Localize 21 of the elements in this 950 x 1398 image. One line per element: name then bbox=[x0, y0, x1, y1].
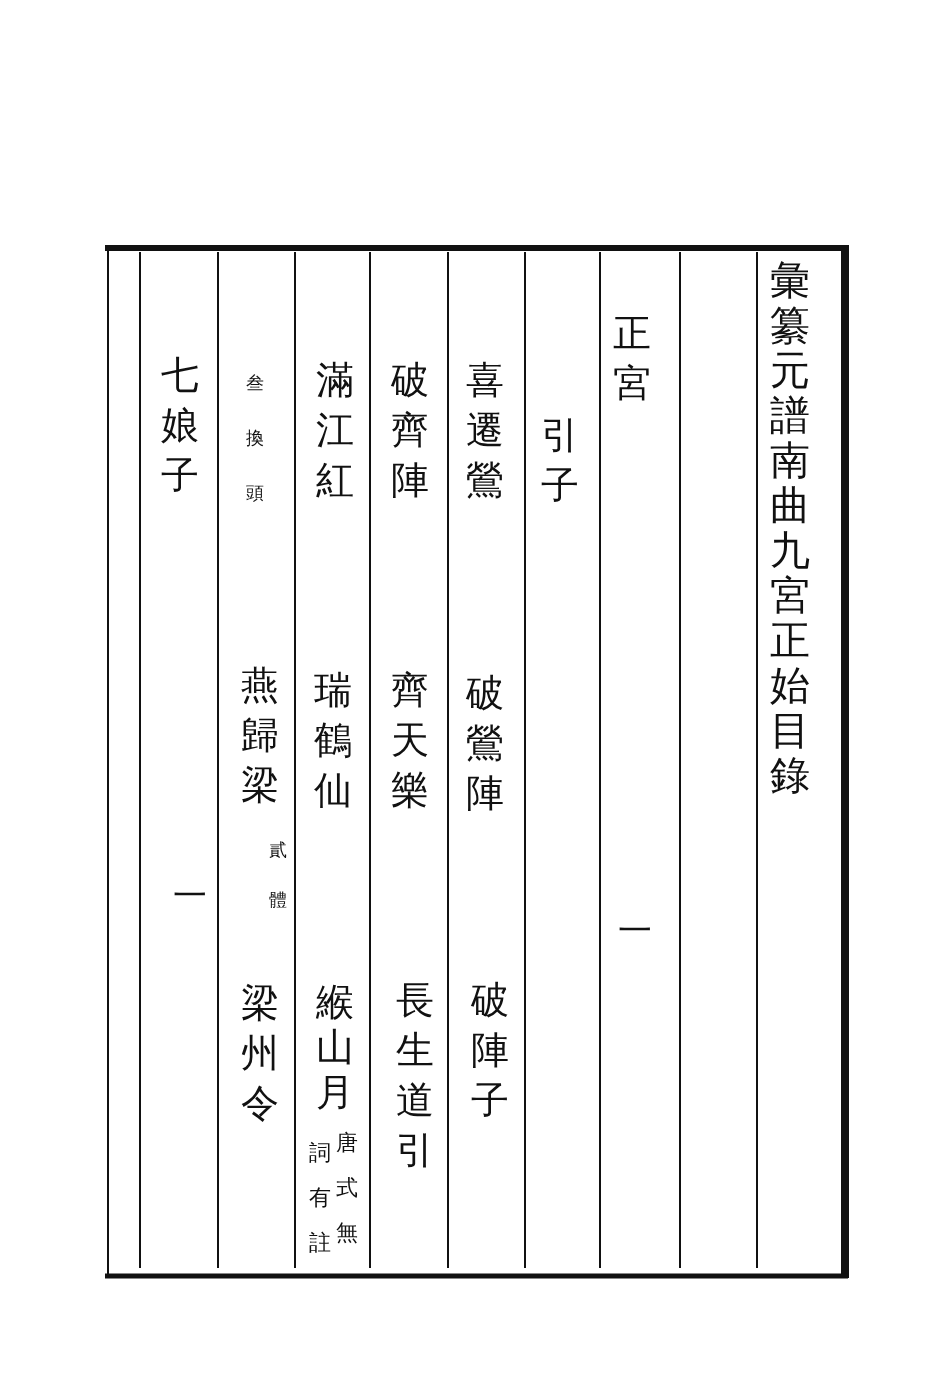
small-note: 詞有註 bbox=[308, 1139, 332, 1257]
section-heading: 正宮 bbox=[612, 310, 652, 407]
small-note: 叁換頭 bbox=[245, 371, 265, 505]
column-text: 一 bbox=[617, 910, 653, 950]
column-text: 破齊陣 bbox=[390, 357, 430, 504]
column-text: 引子 bbox=[540, 412, 580, 509]
column-text: 喜遷鶯 bbox=[465, 357, 505, 504]
column-text: 緱山月 bbox=[315, 980, 355, 1115]
column-text: 燕歸梁 bbox=[240, 662, 280, 809]
column-text: 瑞鶴仙 bbox=[313, 667, 353, 814]
column-text: 齊天樂 bbox=[390, 667, 430, 814]
column-text: 一 bbox=[172, 875, 208, 915]
small-note: 唐式無 bbox=[335, 1129, 359, 1247]
column-text: 滿江紅 bbox=[315, 357, 355, 504]
heading: 彙纂元譜南曲九宮正始目錄 bbox=[769, 258, 811, 798]
column-text: 長生道引 bbox=[395, 977, 435, 1174]
column-text: 破陣子 bbox=[470, 977, 510, 1124]
column-text: 七娘子 bbox=[160, 352, 200, 499]
small-note: 貳體 bbox=[268, 838, 288, 912]
column-text: 破鶯陣 bbox=[465, 670, 505, 817]
column-text: 梁州令 bbox=[240, 980, 280, 1127]
